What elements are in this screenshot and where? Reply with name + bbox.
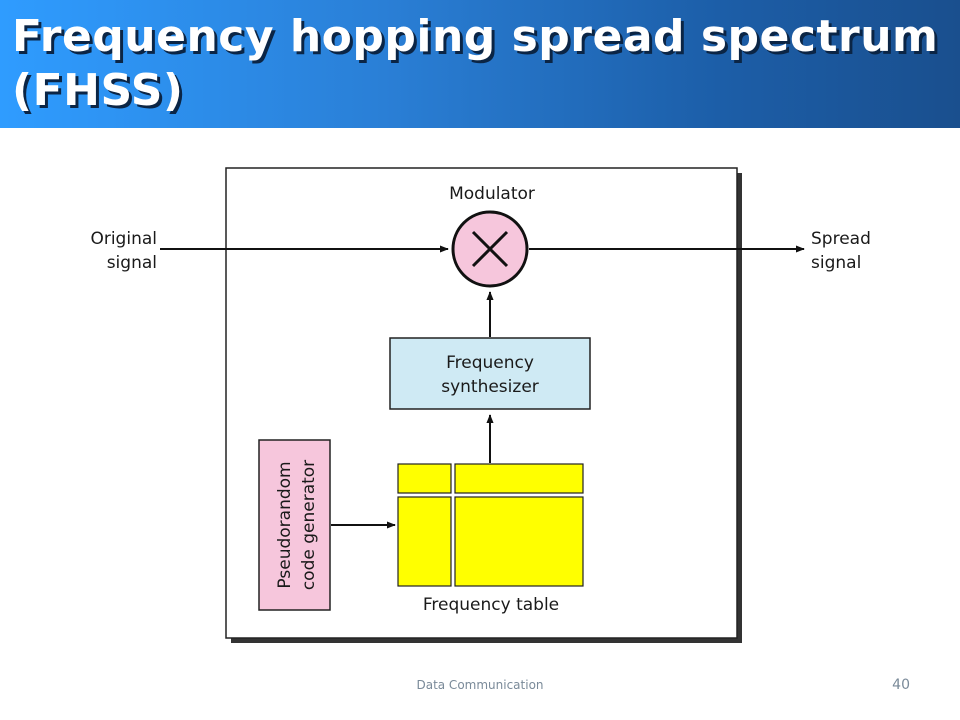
multiply-x-icon [471, 230, 509, 268]
code-generator-box [258, 439, 331, 611]
table-cell [454, 496, 584, 587]
title-bar: Frequency hopping spread spectrum (FHSS) [0, 0, 960, 128]
page-number: 40 [892, 677, 910, 693]
output-label-line2: signal [811, 253, 861, 273]
footer-text: Data Communication [416, 678, 544, 692]
generator-label-line1: Pseudorandom [275, 461, 295, 588]
table-cell [454, 463, 584, 494]
slide-title: Frequency hopping spread spectrum (FHSS) [12, 11, 939, 116]
table-cell [397, 463, 452, 494]
frequency-table [397, 463, 584, 587]
input-label-line1: Original [90, 229, 157, 249]
table-cell [397, 496, 452, 587]
modulator-label: Modulator [449, 184, 535, 204]
synthesizer-label-line2: synthesizer [441, 377, 539, 397]
generator-label-line2: code generator [299, 460, 319, 590]
input-label-line2: signal [107, 253, 157, 273]
frequency-synthesizer-box [389, 337, 591, 410]
frequency-table-label: Frequency table [423, 595, 559, 615]
synthesizer-label-line1: Frequency [446, 353, 534, 373]
output-label-line1: Spread [811, 229, 871, 249]
